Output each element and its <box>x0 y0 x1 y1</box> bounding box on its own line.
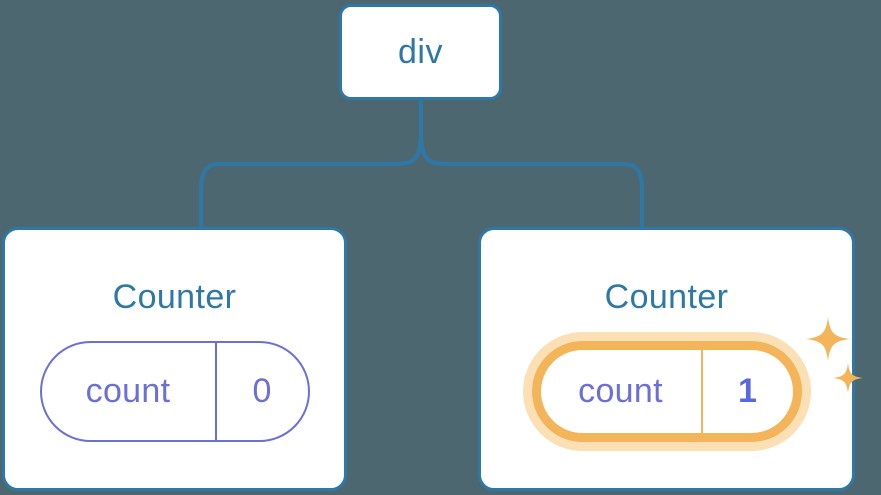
sparkles-group <box>805 317 863 393</box>
component-title: Counter <box>604 278 729 316</box>
state-pill[interactable]: count 0 <box>39 341 310 442</box>
node-counter-left[interactable]: Counter count 0 <box>2 227 347 491</box>
root-node-label: div <box>398 32 443 71</box>
state-key: count <box>85 372 171 410</box>
state-key: count <box>578 372 663 410</box>
connector-right <box>419 98 644 229</box>
state-pill-highlighted[interactable]: count 1 <box>531 341 802 442</box>
connector-left <box>199 98 423 229</box>
state-pill-wrapper: count 0 <box>39 341 310 442</box>
component-title: Counter <box>112 278 237 316</box>
node-counter-right[interactable]: Counter count 1 <box>478 227 863 491</box>
node-root-div[interactable]: div <box>339 4 502 100</box>
sparkle-icon <box>832 363 863 393</box>
state-value: 0 <box>252 372 272 410</box>
state-value: 1 <box>738 372 757 410</box>
state-pill-wrapper: count 1 <box>531 317 863 442</box>
state-pill-divider <box>214 343 217 440</box>
sparkle-icon <box>805 317 850 361</box>
state-pill-divider <box>700 350 703 433</box>
